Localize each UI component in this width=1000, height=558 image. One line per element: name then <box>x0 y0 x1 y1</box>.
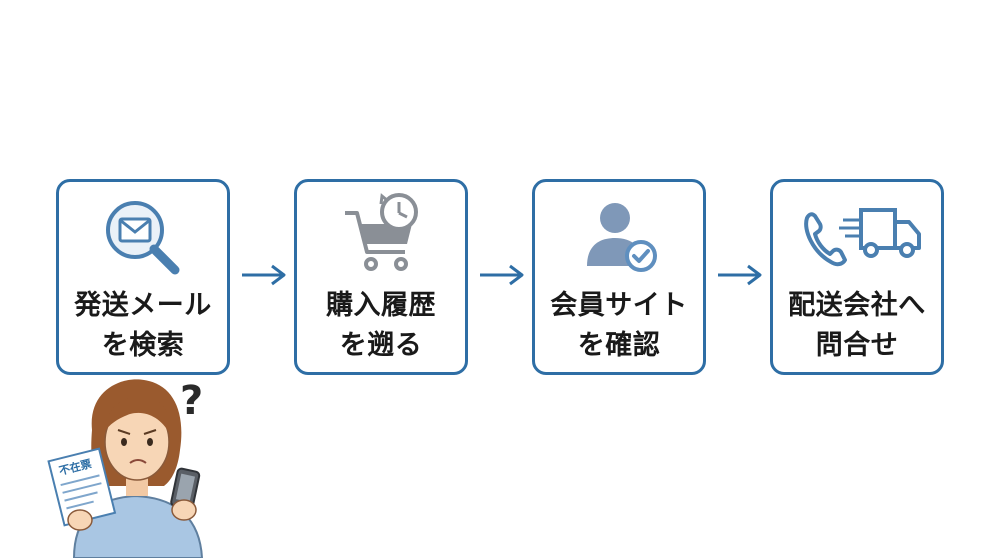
step-label-line1: 発送メール <box>74 290 212 321</box>
smartphone-icon <box>170 467 201 510</box>
step-label-line2: を検索 <box>101 330 185 361</box>
step-label-line1: 購入履歴 <box>326 290 436 321</box>
step-label-line1: 配送会社へ <box>788 290 926 321</box>
confused-person-illustration: ? 不在票 <box>47 378 203 558</box>
cart-history-icon <box>345 193 418 271</box>
step-label: 会員サイト を確認 <box>535 286 703 366</box>
step-label-line1: 会員サイト <box>550 290 688 321</box>
step-purchase-history: 購入履歴 を遡る <box>294 179 468 375</box>
step-label: 発送メール を検索 <box>59 286 227 366</box>
step-label: 配送会社へ 問合せ <box>773 286 941 366</box>
step-member-site: 会員サイト を確認 <box>532 179 706 375</box>
step-contact-carrier: 配送会社へ 問合せ <box>770 179 944 375</box>
step-search-email: 発送メール を検索 <box>56 179 230 375</box>
step-label-line2: を確認 <box>577 330 661 361</box>
step-label: 購入履歴 を遡る <box>297 286 465 366</box>
user-check-icon <box>587 203 657 272</box>
question-mark: ? <box>180 378 203 424</box>
arrow-right-icon <box>242 264 286 286</box>
step-label-line2: を遡る <box>339 330 423 361</box>
phone-truck-icon <box>804 208 921 267</box>
arrow-right-icon <box>480 264 524 286</box>
mail-search-icon <box>106 201 180 275</box>
step-label-line2: 問合せ <box>815 330 899 361</box>
arrow-right-icon <box>718 264 762 286</box>
